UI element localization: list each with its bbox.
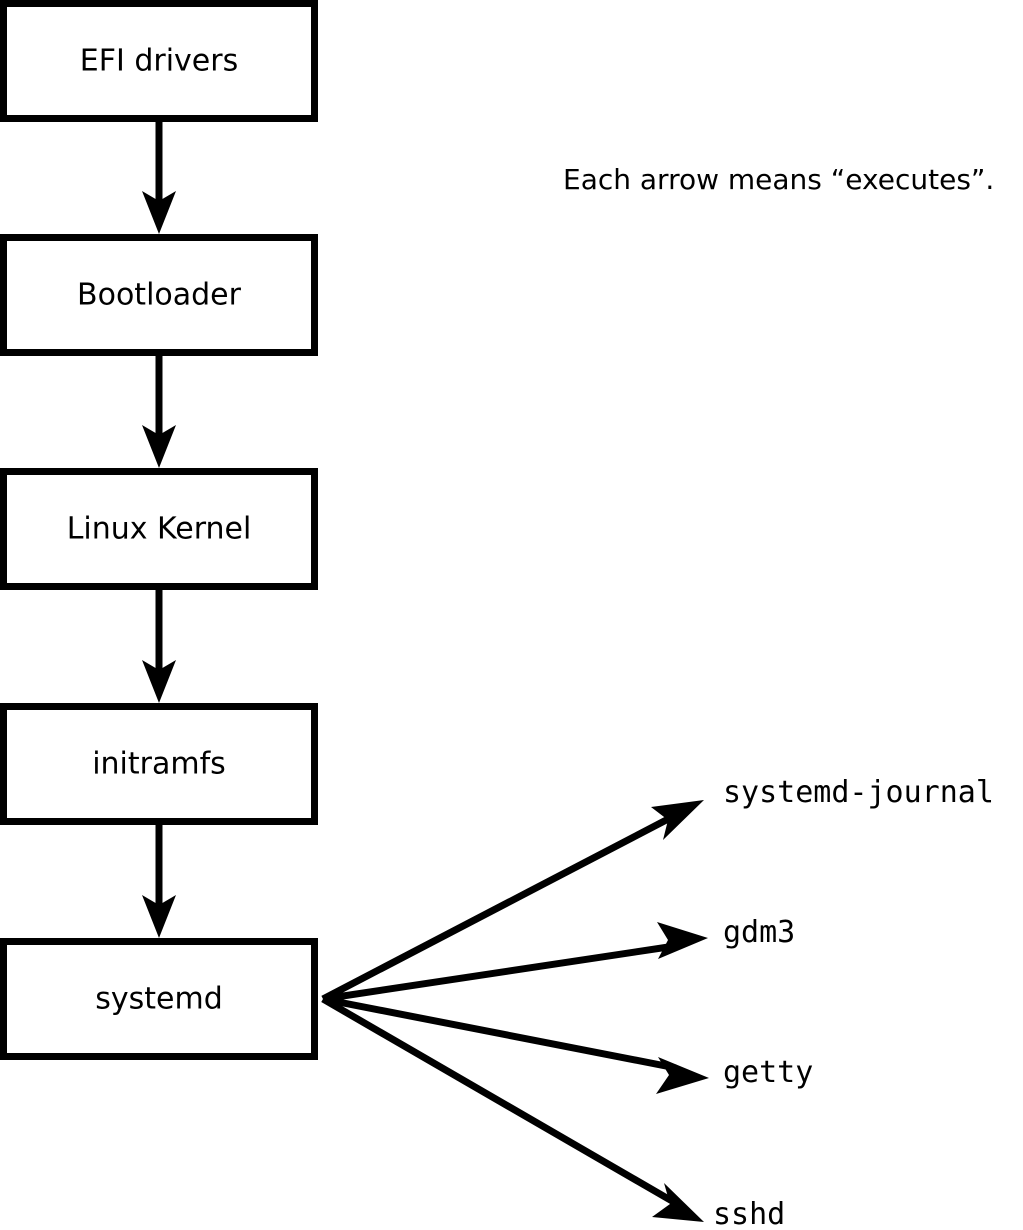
arrow-head-icon [656,1057,709,1094]
box-systemd-label: systemd [95,982,223,1017]
arrow-bootloader-to-linux-kernel [142,353,176,468]
label-sshd: sshd [713,1197,785,1230]
arrow-systemd-to-systemd-journal [321,800,704,1003]
arrow-systemd-to-getty [322,995,709,1094]
arrow-head-icon [652,1183,704,1222]
box-systemd[interactable]: systemd [0,938,318,1060]
arrow-initramfs-to-systemd [142,822,176,938]
box-initramfs-label: initramfs [92,747,226,782]
box-linux-kernel-rect [0,468,318,590]
legend-text: Each arrow means “executes”. [563,163,994,196]
label-getty: getty [723,1055,813,1090]
box-initramfs-rect [0,703,318,825]
arrow-head-icon [142,895,176,938]
box-efi-drivers-label: EFI drivers [80,44,238,79]
arrow-head-icon [657,922,708,959]
arrow-head-icon [142,425,176,468]
arrow-systemd-to-gdm3 [322,922,708,1003]
box-bootloader[interactable]: Bootloader [0,234,318,356]
box-bootloader-label: Bootloader [77,278,242,313]
box-bootloader-rect [0,234,318,356]
box-efi-drivers-rect [0,0,318,122]
box-efi-drivers[interactable]: EFI drivers [0,0,318,122]
label-gdm3: gdm3 [723,915,795,950]
arrow-systemd-to-sshd [321,995,704,1222]
arrow-head-icon [651,800,704,840]
label-systemd-journal: systemd-journal [723,775,994,810]
box-initramfs[interactable]: initramfs [0,703,318,825]
box-linux-kernel[interactable]: Linux Kernel [0,468,318,590]
box-systemd-rect [0,938,318,1060]
arrow-head-icon [142,191,176,234]
arrow-linux-kernel-to-initramfs [142,587,176,703]
arrow-head-icon [142,660,176,703]
arrow-efi-drivers-to-bootloader [142,119,176,234]
box-linux-kernel-label: Linux Kernel [67,512,252,547]
